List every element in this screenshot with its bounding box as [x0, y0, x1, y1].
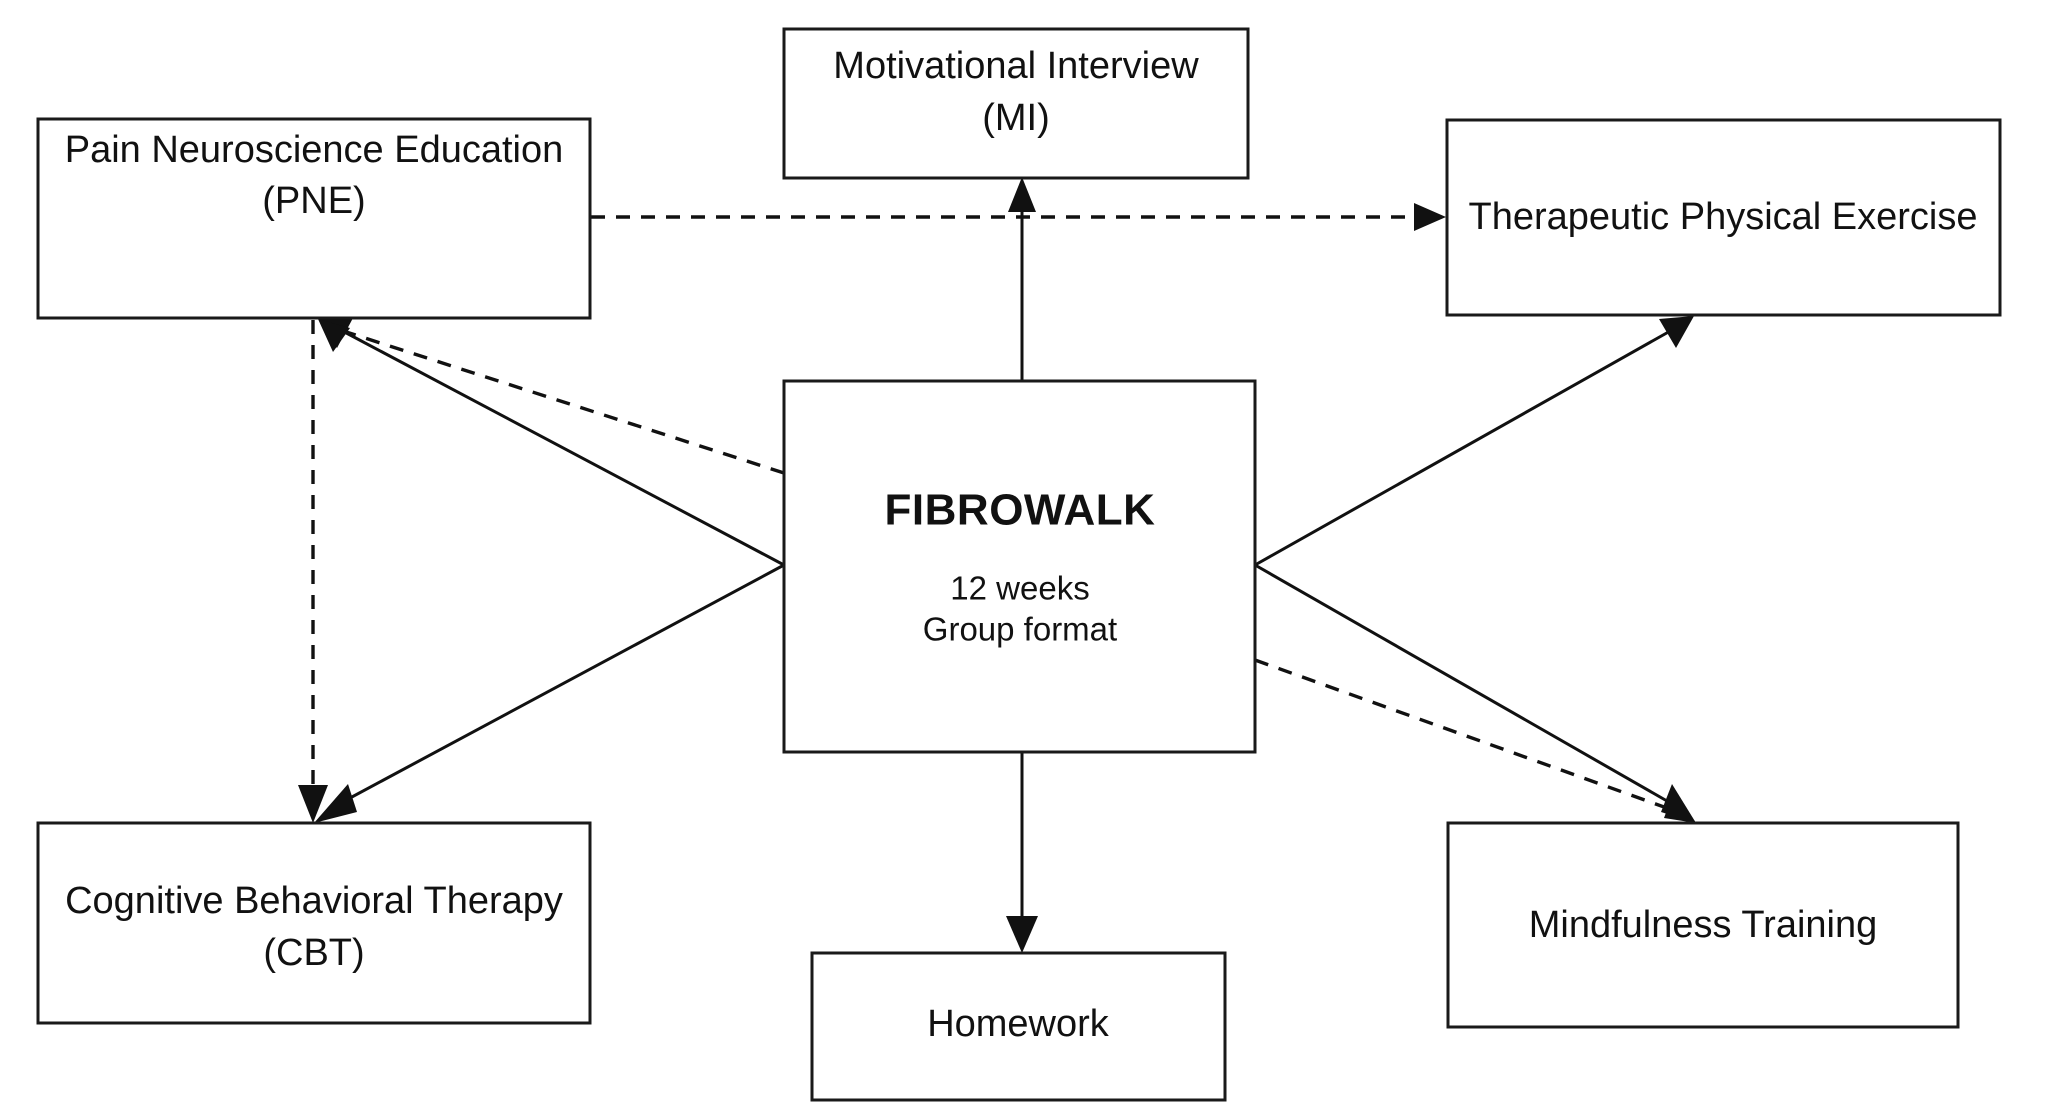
arrowhead-homework-top — [1006, 916, 1038, 953]
node-fibrowalk-subtitle-duration: 12 weeks — [950, 570, 1089, 607]
edge-pne-to-cbt — [298, 320, 328, 823]
node-fibrowalk-title: FIBROWALK — [885, 486, 1156, 535]
arrowhead-pne-bottom-dashed — [318, 319, 350, 352]
edge-fibrowalk-to-tpe — [1254, 316, 1694, 567]
node-cbt-label-line2: (CBT) — [263, 932, 364, 974]
node-cbt-box[interactable] — [36, 821, 592, 1025]
node-cbt-label-line1: Cognitive Behavioral Therapy — [65, 880, 563, 922]
edge-fibrowalk-to-cbt-line — [336, 563, 785, 807]
edge-fibrowalk-to-mindfulness-solid-line — [1254, 563, 1675, 807]
node-mindfulness-label: Mindfulness Training — [1529, 904, 1878, 946]
node-pne-box[interactable] — [36, 117, 592, 320]
edge-fibrowalk-to-pne-solid-line — [334, 325, 785, 567]
edge-pne-to-tpe — [591, 203, 1446, 231]
node-homework-label: Homework — [927, 1003, 1110, 1045]
edge-fibrowalk-to-mi — [1008, 177, 1036, 381]
arrowhead-tpe-bottom — [1659, 316, 1694, 348]
arrowhead-mi-bottom — [1008, 177, 1036, 212]
node-tpe-box[interactable] — [1445, 118, 2002, 317]
node-fibrowalk-subtitle-format: Group format — [923, 611, 1117, 648]
node-pne[interactable]: Pain Neuroscience Education (PNE) — [36, 117, 592, 320]
arrowhead-cbt-top-dashed — [298, 785, 328, 823]
node-pne-label-line1: Pain Neuroscience Education — [65, 129, 564, 171]
node-cbt[interactable]: Cognitive Behavioral Therapy (CBT) — [36, 821, 592, 1025]
node-homework[interactable]: Homework — [810, 951, 1227, 1102]
node-mindfulness[interactable]: Mindfulness Training — [1446, 821, 1960, 1029]
node-mi-box[interactable] — [782, 27, 1250, 180]
node-mi-label-line2: (MI) — [982, 97, 1050, 139]
edge-fibrowalk-to-tpe-line — [1254, 328, 1673, 567]
node-tpe-label-line1: Therapeutic Physical Exercise — [1469, 196, 1978, 238]
edge-fibrowalk-to-mindfulness-dashed — [1254, 658, 1696, 823]
edge-fibrowalk-to-pne-dashed-line — [339, 328, 785, 475]
edge-fibrowalk-to-pne-solid — [318, 318, 785, 567]
node-mindfulness-box[interactable] — [1446, 821, 1960, 1029]
node-fibrowalk[interactable]: FIBROWALK 12 weeks Group format — [782, 379, 1257, 754]
arrowhead-cbt-top-solid — [314, 784, 357, 823]
arrowhead-tpe-left — [1414, 203, 1446, 231]
edge-fibrowalk-to-homework — [1006, 752, 1038, 953]
edge-fibrowalk-to-mindfulness-solid — [1254, 563, 1696, 823]
edge-fibrowalk-to-cbt — [314, 563, 785, 823]
node-tpe[interactable]: Therapeutic Physical Exercise — [1445, 118, 2002, 317]
arrowhead-mindfulness-top-dashed — [1664, 791, 1696, 823]
edge-fibrowalk-to-pne-dashed — [318, 319, 785, 475]
node-mi[interactable]: Motivational Interview (MI) — [782, 27, 1250, 180]
edge-fibrowalk-to-mindfulness-dashed-line — [1254, 658, 1679, 814]
node-mi-label-line1: Motivational Interview — [833, 45, 1199, 87]
node-homework-box[interactable] — [810, 951, 1227, 1102]
node-pne-label-line2: (PNE) — [262, 180, 365, 222]
node-fibrowalk-box[interactable] — [782, 379, 1257, 754]
